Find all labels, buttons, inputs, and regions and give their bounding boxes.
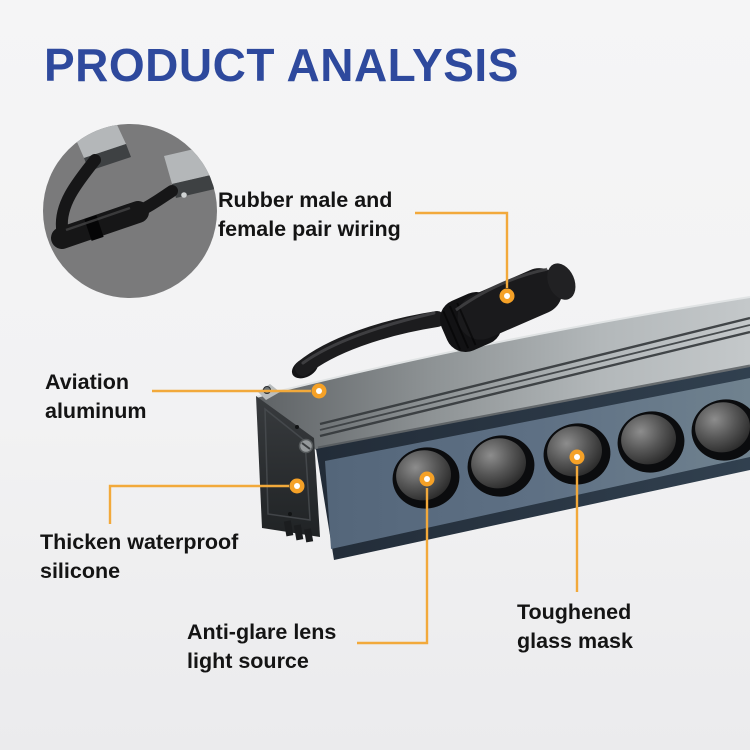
lens: [691, 399, 750, 461]
label-wiring: Rubber male and female pair wiring: [218, 186, 401, 243]
label-glass-line1: Toughened: [517, 600, 632, 624]
label-glass: Toughened glass mask: [517, 598, 633, 655]
label-wiring-line2: female pair wiring: [218, 216, 401, 241]
callout-silicone-line: [108, 484, 289, 524]
detail-cable: [51, 154, 178, 249]
label-aluminum-line1: Aviation: [45, 370, 130, 394]
label-wiring-line1: Rubber male and: [218, 188, 393, 212]
bar-top-surface: [255, 296, 750, 450]
connector-detail-circle: [43, 124, 217, 298]
label-lens-line2: light source: [187, 648, 309, 673]
product-bar: [255, 263, 750, 560]
power-cable: [291, 311, 445, 379]
label-lens: Anti-glare lens light source: [187, 618, 336, 675]
callout-silicone-dot: [289, 478, 305, 494]
callout-wiring-dot: [499, 288, 515, 304]
end-cap: [256, 384, 320, 543]
callout-glass-dot: [569, 449, 585, 465]
label-silicone-line2: silicone: [40, 558, 121, 583]
callout-lens-line: [357, 488, 429, 645]
lens-array: [392, 399, 750, 509]
callout-wiring-line: [415, 211, 509, 288]
callout-aluminum-dot: [311, 383, 327, 399]
callout-lens-dot: [419, 471, 435, 487]
lens: [617, 411, 685, 473]
label-lens-line1: Anti-glare lens: [187, 620, 337, 644]
label-silicone: Thicken waterproof silicone: [40, 528, 238, 585]
page-title: PRODUCT ANALYSIS: [44, 39, 519, 91]
waterproof-connector: [439, 263, 576, 352]
label-aluminum-line2: aluminum: [45, 398, 147, 423]
end-cap-fins: [283, 520, 314, 543]
label-aluminum: Aviation aluminum: [45, 368, 147, 425]
callouts: [108, 211, 585, 645]
lens: [467, 435, 535, 497]
label-silicone-line1: Thicken waterproof: [40, 530, 239, 554]
label-glass-line2: glass mask: [517, 628, 633, 653]
